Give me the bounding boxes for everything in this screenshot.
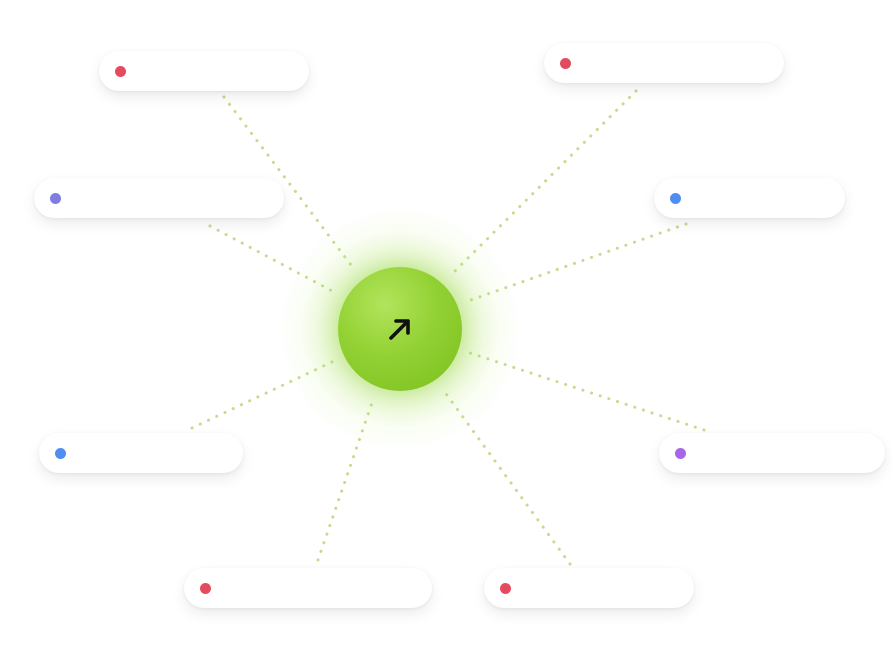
connector-top-left bbox=[222, 95, 356, 271]
node-status-dot bbox=[675, 447, 686, 459]
connector-bottom-right bbox=[442, 389, 572, 566]
node-status-dot bbox=[55, 447, 66, 459]
node-lower-right[interactable] bbox=[659, 433, 885, 473]
node-status-dot bbox=[670, 192, 681, 204]
node-upper-left[interactable] bbox=[34, 178, 284, 218]
node-status-dot bbox=[50, 192, 61, 204]
node-status-dot bbox=[560, 57, 571, 69]
node-status-dot bbox=[115, 65, 126, 77]
node-bottom-right[interactable] bbox=[484, 568, 694, 608]
node-top-left[interactable] bbox=[99, 51, 309, 91]
node-status-dot bbox=[200, 582, 211, 594]
node-status-dot bbox=[500, 582, 511, 594]
arrow-up-right-icon bbox=[389, 319, 410, 340]
node-bottom-left[interactable] bbox=[184, 568, 432, 608]
node-upper-right[interactable] bbox=[654, 178, 845, 218]
center-hub-button[interactable] bbox=[338, 267, 462, 391]
node-top-right[interactable] bbox=[544, 43, 784, 83]
connector-bottom-left bbox=[316, 398, 375, 562]
node-lower-left[interactable] bbox=[39, 433, 243, 473]
